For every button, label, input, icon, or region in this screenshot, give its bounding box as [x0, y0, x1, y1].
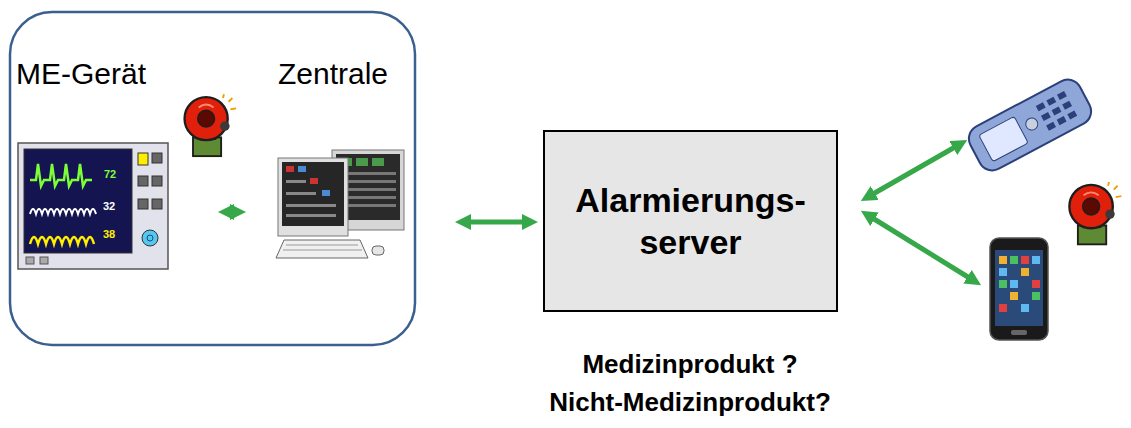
- alarm-bell: [185, 94, 237, 156]
- smartphone: [990, 238, 1048, 340]
- alarm-bell: [1069, 182, 1121, 244]
- phone-arrow: [866, 143, 962, 198]
- vital-value: 32: [103, 200, 129, 212]
- question-text: Medizinprodukt ?: [440, 348, 940, 380]
- component-label: ME-Gerät: [16, 56, 212, 92]
- server-label: Alarmierungs- server: [563, 179, 818, 263]
- server-box: Alarmierungs- server: [543, 130, 838, 312]
- patient-monitor: [18, 143, 168, 269]
- vital-value: 38: [103, 228, 129, 240]
- connector-arrow: [461, 220, 532, 225]
- vital-value: 72: [104, 168, 130, 180]
- connector-arrow: [224, 210, 240, 215]
- question-text: Nicht-Medizinprodukt?: [440, 386, 940, 418]
- component-label: Zentrale: [278, 56, 432, 92]
- central-station: [276, 150, 404, 258]
- mobile-phone: [964, 75, 1096, 176]
- phone-arrow: [866, 214, 976, 282]
- station-label-box: Zentrale: [262, 52, 432, 262]
